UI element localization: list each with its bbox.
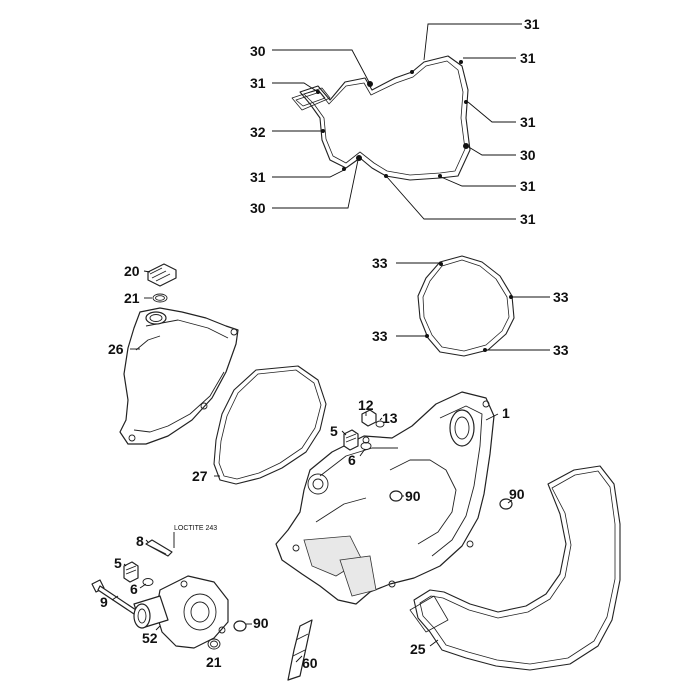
- leader-20: [143, 270, 151, 273]
- ignition-cover: [119, 307, 239, 445]
- leader-6: [359, 448, 366, 457]
- label-26: 26: [108, 341, 124, 357]
- label-9: 9: [100, 594, 108, 610]
- label-27: 27: [192, 468, 208, 484]
- clutch-cover-housing: [275, 391, 495, 605]
- label-90: 90: [509, 486, 525, 502]
- label-31: 31: [524, 16, 540, 32]
- label-25: 25: [410, 641, 426, 657]
- label-33: 33: [553, 342, 569, 358]
- leader-52: [155, 625, 161, 631]
- label-8: 8: [136, 533, 144, 549]
- water-pump-cover: [133, 575, 229, 649]
- leader-1: [485, 413, 499, 421]
- label-31: 31: [520, 178, 536, 194]
- bolt-long: [145, 539, 173, 557]
- label-20: 20: [124, 263, 140, 279]
- drain-plug: [361, 409, 385, 428]
- leader-9: [111, 595, 119, 601]
- leader-13: [379, 417, 383, 421]
- leader-8: [145, 539, 149, 543]
- label-6: 6: [348, 452, 356, 468]
- leader-5: [123, 563, 127, 567]
- label-5: 5: [114, 555, 122, 571]
- dowel-pin: [233, 490, 513, 632]
- label-30: 30: [250, 43, 266, 59]
- hose: [287, 619, 313, 681]
- gasket-top: [291, 55, 471, 181]
- label-21: 21: [124, 290, 140, 306]
- screw-plug-lower: [123, 561, 154, 586]
- label-21: 21: [206, 654, 222, 670]
- label-30: 30: [250, 200, 266, 216]
- label-60: 60: [302, 655, 318, 671]
- label-31: 31: [520, 211, 536, 227]
- label-33: 33: [372, 328, 388, 344]
- gasket-top-holes: [316, 60, 469, 178]
- leader-60: [295, 655, 303, 663]
- label-33: 33: [372, 255, 388, 271]
- o-ring-small: [152, 293, 168, 303]
- loctite-note: LOCTITE 243: [174, 525, 217, 532]
- label-12: 12: [358, 397, 374, 413]
- label-31: 31: [250, 75, 266, 91]
- leader-25: [429, 639, 439, 647]
- screw-plug-upper: [343, 429, 372, 451]
- label-5: 5: [330, 423, 338, 439]
- label-30: 30: [520, 147, 536, 163]
- leader-90: [507, 499, 513, 504]
- gasket-top-leaders: [272, 23, 522, 220]
- gasket-clutch-leaders: [396, 262, 550, 351]
- label-90: 90: [405, 488, 421, 504]
- label-90: 90: [253, 615, 269, 631]
- leader-5: [341, 430, 347, 436]
- label-31: 31: [520, 50, 536, 66]
- label-31: 31: [250, 169, 266, 185]
- label-1: 1: [502, 405, 510, 421]
- plug-screw: [147, 263, 177, 287]
- leader-6: [139, 583, 147, 589]
- label-6: 6: [130, 581, 138, 597]
- gasket-ignition: [213, 365, 327, 485]
- o-ring-pump: [207, 638, 221, 650]
- label-13: 13: [382, 410, 398, 426]
- label-32: 32: [250, 124, 266, 140]
- gasket-clutch: [417, 255, 515, 357]
- label-52: 52: [142, 630, 158, 646]
- label-33: 33: [553, 289, 569, 305]
- label-31: 31: [520, 114, 536, 130]
